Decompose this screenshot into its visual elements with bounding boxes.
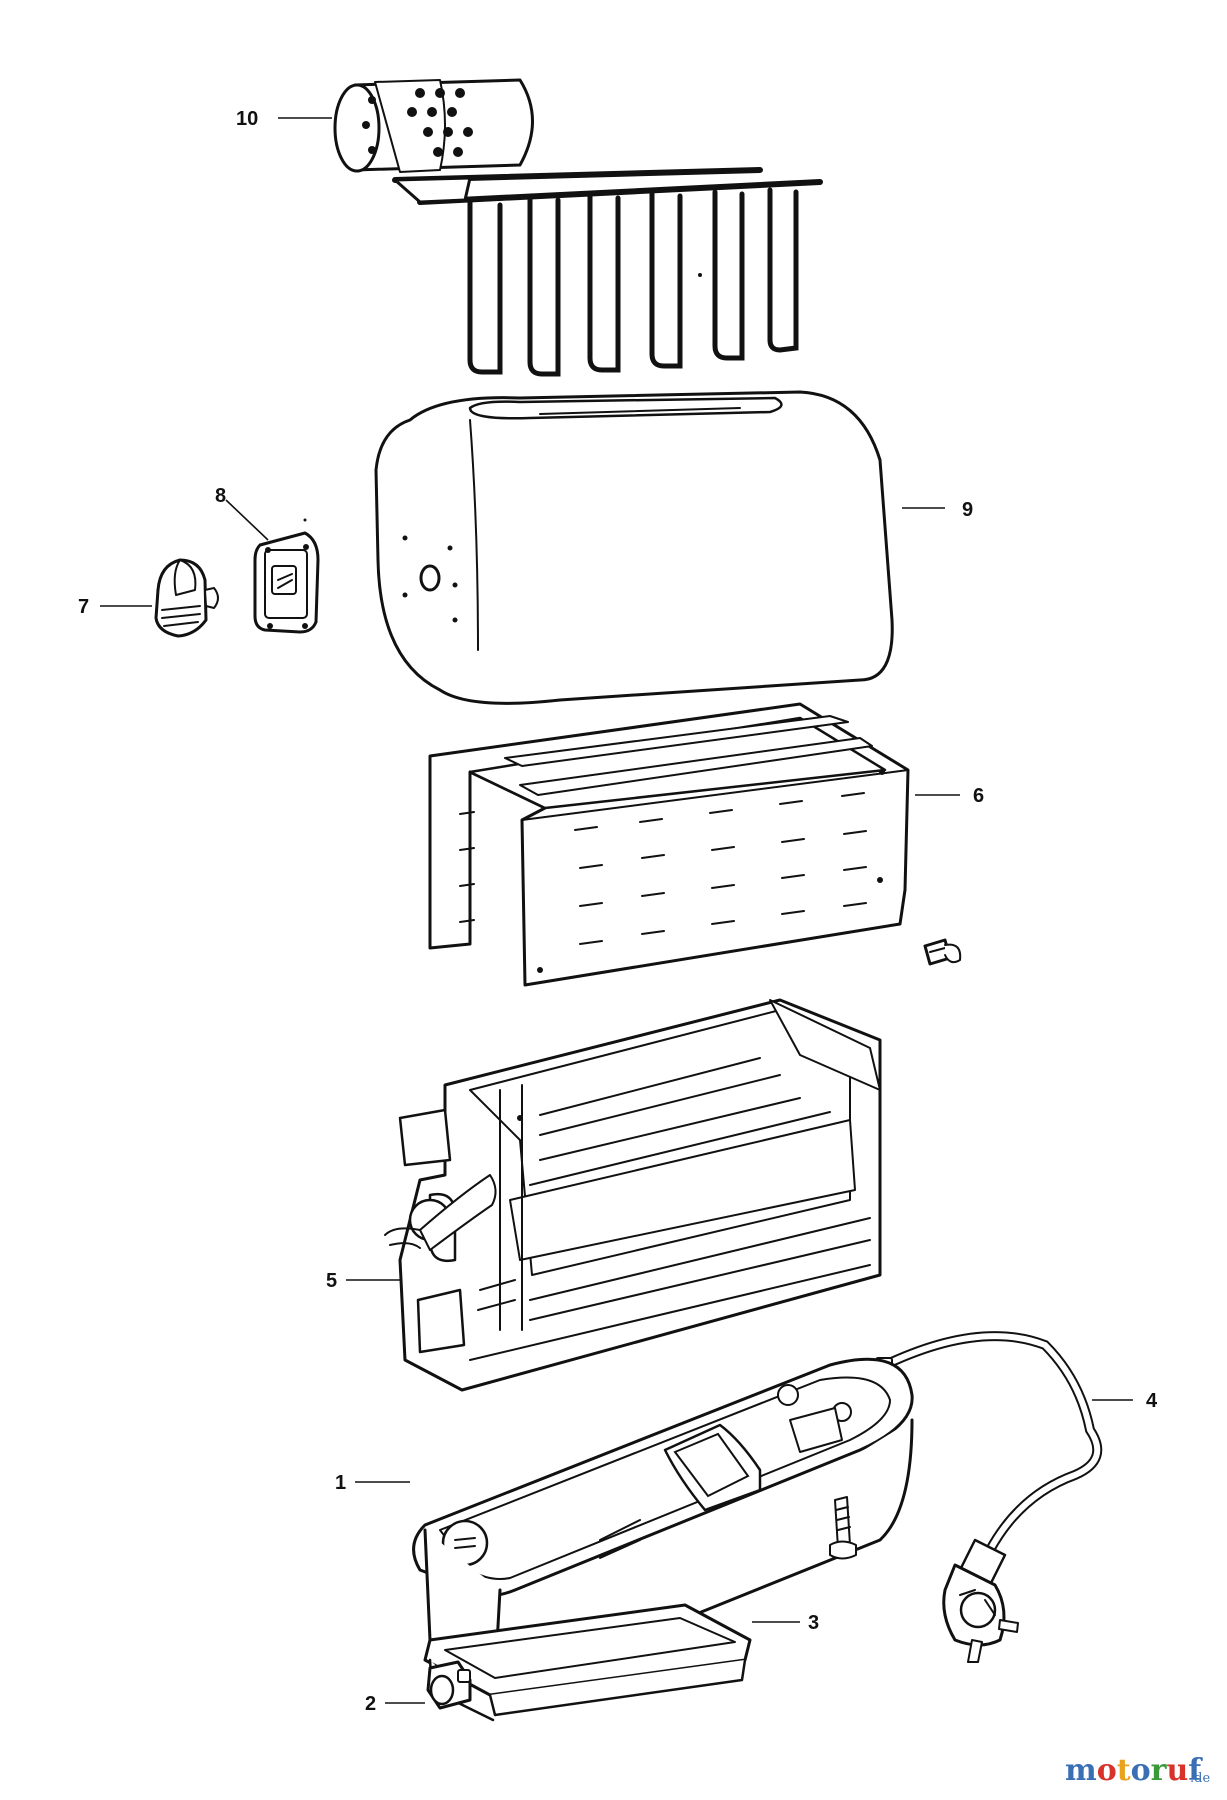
screw-lower [829, 1496, 857, 1560]
watermark-letter: o [1097, 1753, 1117, 1788]
screw-upper [923, 938, 962, 966]
watermark-letter: u [1166, 1753, 1188, 1788]
control-panel [253, 518, 320, 634]
callout-4: 4 [1146, 1390, 1158, 1412]
callout-3: 3 [808, 1612, 819, 1634]
callout-7: 7 [78, 596, 89, 618]
leader-8 [225, 499, 269, 541]
outer-housing [374, 390, 894, 705]
callout-2: 2 [365, 1693, 376, 1715]
callout-5: 5 [326, 1270, 337, 1292]
callout-8: 8 [215, 485, 226, 507]
watermark-letter: t [1117, 1753, 1131, 1788]
callout-1: 1 [335, 1472, 346, 1494]
callout-10: 10 [236, 108, 258, 130]
callout-9: 9 [962, 499, 973, 521]
chassis-vents [459, 792, 867, 945]
bun-warmer-rack [392, 167, 823, 377]
heating-element-assembly [384, 998, 882, 1392]
inner-chassis [428, 702, 910, 987]
power-cord [875, 1331, 1103, 1663]
control-knob [154, 558, 219, 638]
bun-warmer-cylinder [333, 78, 534, 204]
svg-text:.de: .de [1190, 1771, 1210, 1786]
crumb-tray-handle [426, 1660, 472, 1710]
watermark-letter: r [1151, 1753, 1168, 1788]
motoruf-watermark-logo: motoruf .de [1065, 1753, 1210, 1788]
svg-text:motoruf: motoruf [1065, 1753, 1203, 1788]
watermark-letter: f [1188, 1753, 1203, 1788]
callout-6: 6 [973, 785, 984, 807]
watermark-letter: o [1131, 1753, 1151, 1788]
watermark-letter: m [1065, 1753, 1097, 1788]
